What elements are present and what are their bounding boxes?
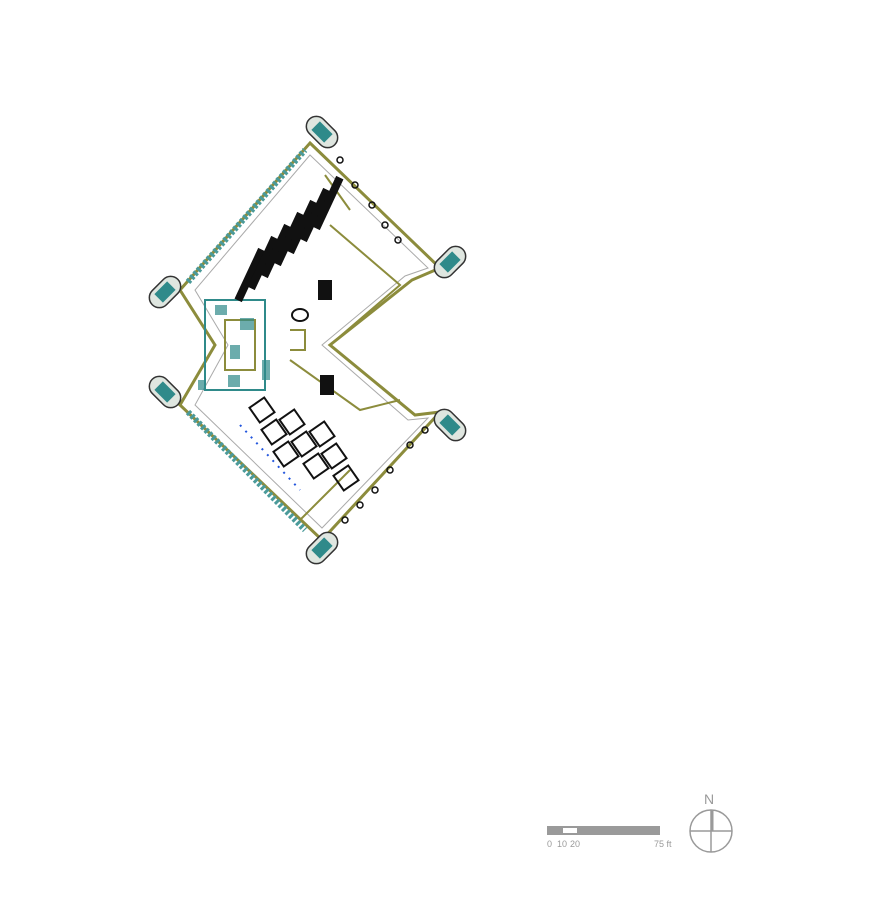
chair bbox=[341, 516, 349, 524]
chair bbox=[406, 441, 414, 449]
desk-row bbox=[260, 223, 292, 279]
inner-outline bbox=[194, 154, 430, 529]
chair bbox=[421, 426, 429, 434]
workstation-cluster bbox=[302, 452, 330, 480]
blue-fixtures bbox=[239, 424, 301, 491]
workstation-cluster bbox=[278, 408, 306, 436]
desk-row bbox=[247, 235, 279, 291]
scale-end-label: 75 ft bbox=[654, 839, 672, 849]
chair bbox=[394, 236, 402, 244]
chair bbox=[371, 486, 379, 494]
scale-tick-10: 10 bbox=[557, 839, 568, 849]
stair-core bbox=[311, 537, 333, 559]
stair-core bbox=[439, 414, 461, 436]
stair-core bbox=[439, 251, 461, 273]
workstation-cluster bbox=[260, 418, 288, 446]
desk-row bbox=[299, 187, 331, 243]
desk-row bbox=[273, 211, 305, 267]
meeting-table bbox=[291, 308, 309, 322]
north-arrow-icon bbox=[689, 809, 733, 853]
core bbox=[198, 305, 270, 390]
workstation-cluster bbox=[248, 396, 276, 424]
desk-clusters bbox=[234, 156, 429, 524]
north-label: N bbox=[704, 791, 715, 807]
corner-pods bbox=[148, 115, 467, 565]
chair bbox=[356, 501, 364, 509]
chair bbox=[368, 201, 376, 209]
partitions bbox=[204, 174, 402, 521]
workstation-cluster bbox=[332, 464, 360, 492]
workstation-cluster bbox=[308, 420, 336, 448]
conference-table bbox=[320, 375, 334, 395]
scale-tick-20: 20 bbox=[570, 839, 581, 849]
workstation-cluster bbox=[272, 440, 300, 468]
desk-row bbox=[312, 175, 344, 231]
chair bbox=[351, 181, 359, 189]
chair bbox=[381, 221, 389, 229]
conference-table bbox=[318, 280, 332, 300]
stair-core bbox=[154, 381, 176, 403]
workstation-cluster bbox=[320, 442, 348, 470]
desk-row bbox=[286, 199, 318, 255]
chair bbox=[386, 466, 394, 474]
scale-tick-0: 0 bbox=[547, 839, 553, 849]
chair bbox=[336, 156, 344, 164]
glazing-northwest bbox=[185, 148, 308, 284]
glazing-southwest bbox=[185, 409, 308, 533]
stair-core bbox=[311, 121, 333, 143]
scale-bar bbox=[547, 826, 660, 835]
stair-core bbox=[154, 281, 176, 303]
workstation-cluster bbox=[290, 430, 318, 458]
desk-row bbox=[234, 247, 266, 303]
